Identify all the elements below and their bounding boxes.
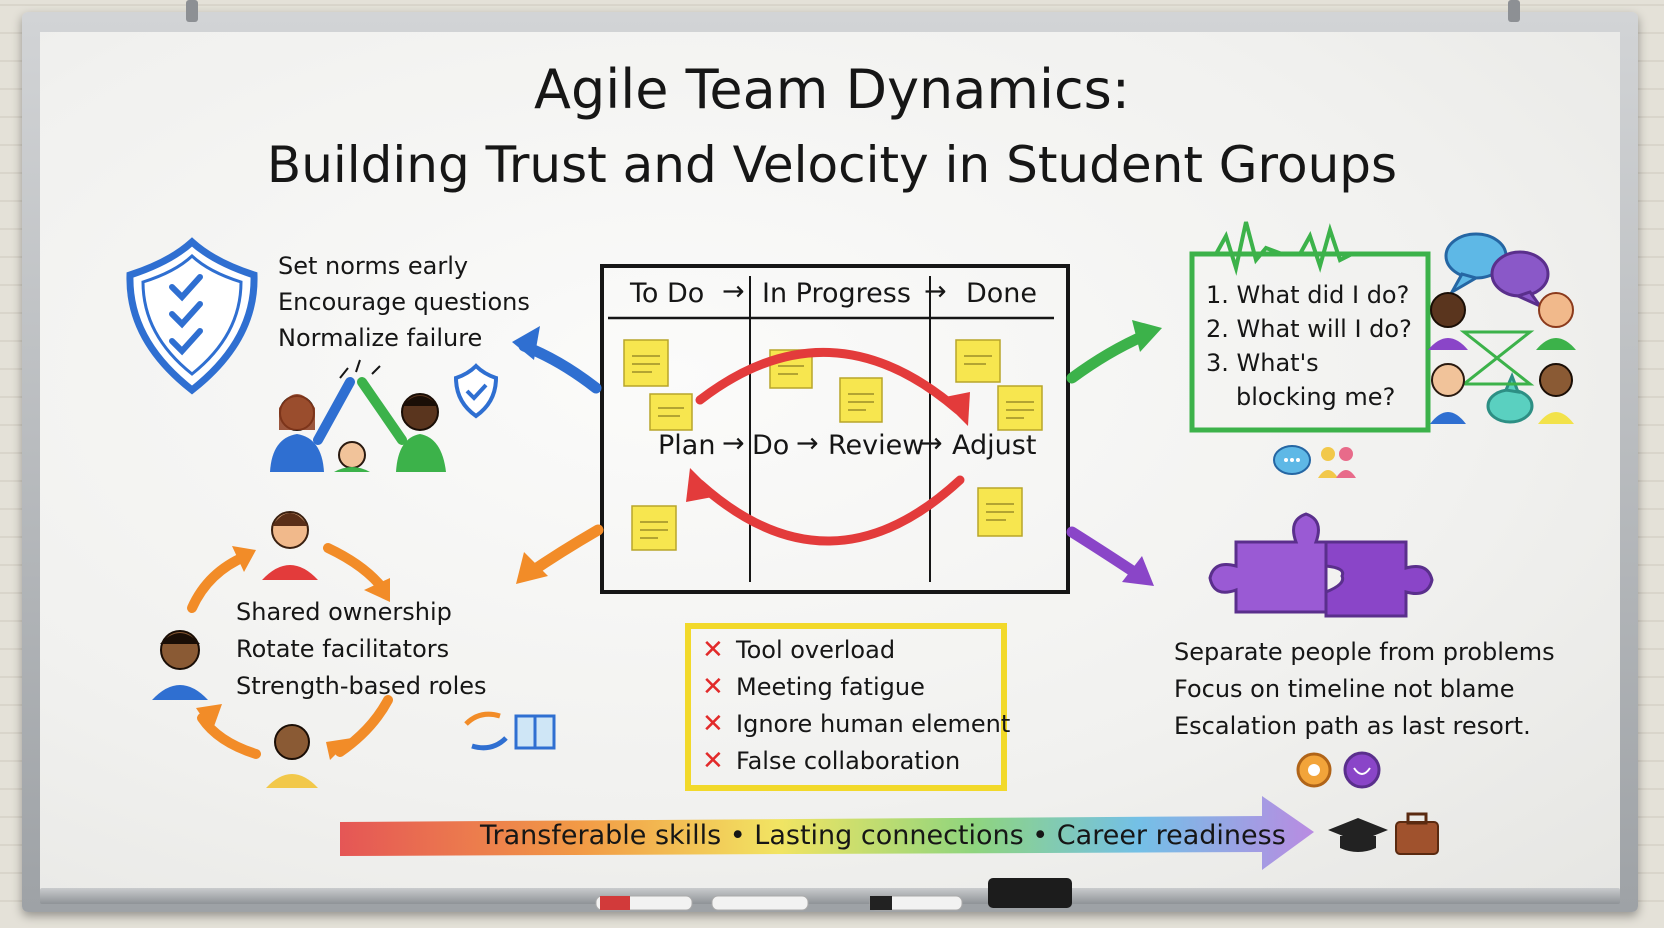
- markers-and-eraser: [595, 878, 1072, 911]
- puzzle-icon: [1208, 512, 1434, 618]
- cycle-review: Review: [828, 430, 925, 461]
- cycle-plan: Plan: [658, 430, 716, 461]
- outcomes-text: Transferable skills • Lasting connection…: [480, 820, 1286, 851]
- cycle-arrowheads: [686, 392, 970, 502]
- conflict-item: Escalation path as last resort.: [1174, 712, 1531, 740]
- standup-question: 2. What will I do?: [1206, 315, 1412, 343]
- pitfall-item: Ignore human element: [702, 706, 1010, 743]
- briefcase-icon: [1395, 812, 1439, 855]
- cycle-do: Do: [752, 430, 790, 461]
- mounting-hooks: [186, 0, 1520, 22]
- pitfall-item: Meeting fatigue: [702, 669, 1010, 706]
- title-line-2: Building Trust and Velocity in Student G…: [266, 136, 1398, 194]
- trust-list: Set norms early Encourage questions Norm…: [278, 248, 530, 356]
- ownership-item: Strength-based roles: [236, 672, 487, 700]
- sticky-note-lines: [632, 355, 1034, 539]
- people-high-five-icon: [270, 359, 446, 472]
- cycle-adjust: Adjust: [952, 430, 1037, 461]
- ownership-list: Shared ownership Rotate facilitators Str…: [236, 594, 487, 705]
- trust-item: Normalize failure: [278, 324, 483, 352]
- small-shield-icon: [453, 363, 499, 419]
- kanban-column-done: Done: [966, 278, 1038, 309]
- ownership-item: Rotate facilitators: [236, 635, 450, 663]
- standup-question: 1. What did I do?: [1206, 281, 1410, 309]
- conflict-list: Separate people from problems Focus on t…: [1174, 634, 1555, 745]
- trust-item: Encourage questions: [278, 288, 530, 316]
- arrow-glyph: →: [924, 276, 947, 307]
- kanban-board-frame: [600, 264, 1070, 594]
- people-rotation-icon: [152, 511, 318, 788]
- standup-panel: [1189, 221, 1431, 433]
- arrow-to-standup: [1066, 328, 1154, 384]
- chat-and-users-icon: [1273, 445, 1356, 478]
- graduation-cap-icon: [1328, 818, 1388, 852]
- iteration-cycle-arrows: [695, 348, 965, 546]
- arrow-glyph: →: [722, 428, 745, 459]
- shield-check-icon: [126, 237, 258, 395]
- pitfalls-list: Tool overload Meeting fatigue Ignore hum…: [702, 632, 1010, 780]
- kanban-column-in-progress: In Progress: [762, 278, 911, 309]
- title-line-1: Agile Team Dynamics:: [534, 58, 1130, 121]
- pitfall-item: False collaboration: [702, 743, 1010, 780]
- arrow-glyph: →: [920, 428, 943, 459]
- ownership-item: Shared ownership: [236, 598, 452, 626]
- conflict-item: Focus on timeline not blame: [1174, 675, 1515, 703]
- trust-item: Set norms early: [278, 252, 469, 280]
- team-people-icon: [1428, 292, 1576, 424]
- outcomes-arrow: [340, 796, 1314, 870]
- conflict-item: Separate people from problems: [1174, 638, 1555, 666]
- pitfall-item: Tool overload: [702, 632, 1010, 669]
- kanban-column-todo: To Do: [630, 278, 705, 309]
- standup-question: blocking me?: [1236, 383, 1396, 411]
- arrow-glyph: →: [722, 276, 745, 307]
- standup-question: 3. What's: [1206, 349, 1319, 377]
- arrow-to-conflict: [1066, 526, 1146, 582]
- standup-questions: 1. What did I do? 2. What will I do? 3. …: [1206, 278, 1412, 414]
- swap-and-book-icon: [464, 711, 556, 751]
- marker-tray: [40, 888, 1620, 904]
- speech-bubbles-icon: [1444, 232, 1550, 424]
- arrow-glyph: →: [796, 428, 819, 459]
- gear-and-face-icons: [1296, 751, 1381, 789]
